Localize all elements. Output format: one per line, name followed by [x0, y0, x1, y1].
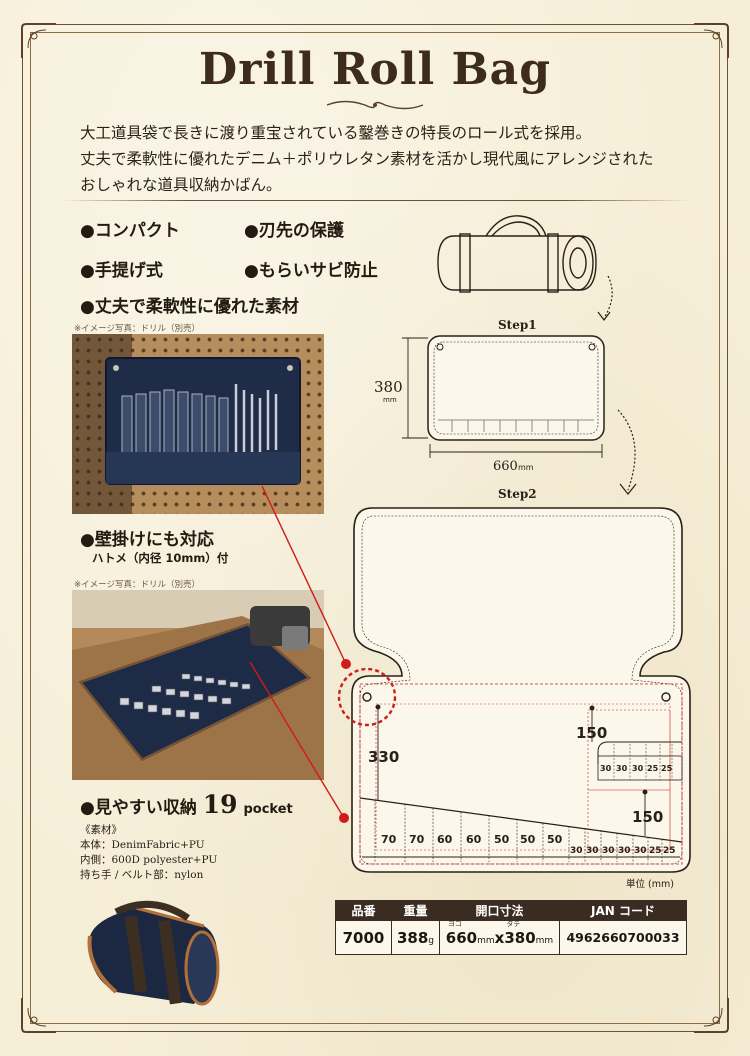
spec-weight-value: 388 — [396, 928, 429, 947]
photo-note: ※イメージ写真：ドリル（別売） — [74, 324, 200, 334]
rolled-bag-photo — [76, 896, 226, 1016]
intro-line: 丈夫で柔軟性に優れたデニム＋ポリウレタン素材を活かし現代風にアレンジされた — [80, 150, 654, 168]
step2-label: Step2 — [498, 487, 537, 501]
feature-durable-material: ●丈夫で柔軟性に優れた素材 — [80, 297, 299, 317]
feature-compact: ●コンパクト — [80, 221, 180, 241]
spec-weight-unit: g — [428, 935, 435, 946]
page-title: Drill Roll Bag — [199, 44, 551, 95]
spec-header-product-no: 品番 — [335, 900, 392, 921]
outer-frame — [22, 24, 728, 1032]
spec-header-weight: 重量 — [391, 900, 440, 921]
spec-jan-code: 4962660700033 — [559, 920, 687, 955]
feature-blade-protection: ●刃先の保護 — [244, 221, 344, 241]
divider — [60, 200, 690, 201]
step1-label: Step1 — [498, 318, 537, 332]
storage-label-text: ●見やすい収納 — [80, 798, 197, 818]
spec-weight-cell: 388g — [391, 920, 440, 955]
inner-frame — [30, 32, 720, 1024]
photo-note: ※イメージ写真：ドリル（別売） — [74, 580, 200, 590]
spec-table-header-row: 品番 重量 開口寸法 JAN コード — [335, 900, 687, 921]
intro-line: おしゃれな道具収納かばん。 — [80, 176, 282, 194]
spec-product-no: 7000 — [335, 920, 392, 955]
spec-header-jan: JAN コード — [559, 900, 687, 921]
ruby-width: ヨコ — [447, 919, 462, 928]
corner-ornament-top-right — [688, 18, 734, 64]
materials-list: 《素材》 本体：DenimFabric+PU 内側：600D polyester… — [80, 823, 217, 883]
spec-opening-x: x — [494, 928, 505, 947]
spec-opening-height-unit: mm — [535, 935, 554, 946]
storage-label: ●見やすい収納 19 pocket — [80, 790, 293, 819]
title-flourish-ornament — [326, 100, 424, 110]
feature-rust-prevention: ●もらいサビ防止 — [244, 261, 378, 281]
unit-note: 単位 (mm) — [626, 879, 674, 890]
intro-line: 大工道具袋で長きに渡り重宝されている鑿巻きの特長のロール式を採用。 — [80, 124, 592, 142]
storage-photo — [72, 590, 324, 780]
spec-header-opening: 開口寸法 — [439, 900, 560, 921]
ruby-height: タテ — [506, 919, 521, 928]
wall-mount-detail: ハトメ（内径 10mm）付 — [92, 551, 229, 565]
corner-ornament-top-left — [16, 18, 62, 64]
feature-handle: ●手提げ式 — [80, 261, 163, 281]
wall-mount-label: ●壁掛けにも対応 — [80, 530, 214, 550]
materials-line: 本体：DenimFabric+PU — [80, 839, 205, 851]
corner-ornament-bottom-right — [688, 992, 734, 1038]
spec-opening-width-unit: mm — [477, 935, 495, 946]
intro-text: 大工道具袋で長きに渡り重宝されている鑿巻きの特長のロール式を採用。 丈夫で柔軟性… — [80, 120, 700, 198]
materials-heading: 《素材》 — [80, 824, 122, 836]
storage-pocket-unit: pocket — [243, 802, 293, 817]
materials-line: 内側：600D polyester+PU — [80, 854, 218, 866]
materials-line: 持ち手 / ベルト部：nylon — [80, 869, 204, 881]
storage-pocket-count: 19 — [202, 790, 238, 819]
corner-ornament-bottom-left — [16, 992, 62, 1038]
wall-mount-photo — [72, 334, 324, 514]
